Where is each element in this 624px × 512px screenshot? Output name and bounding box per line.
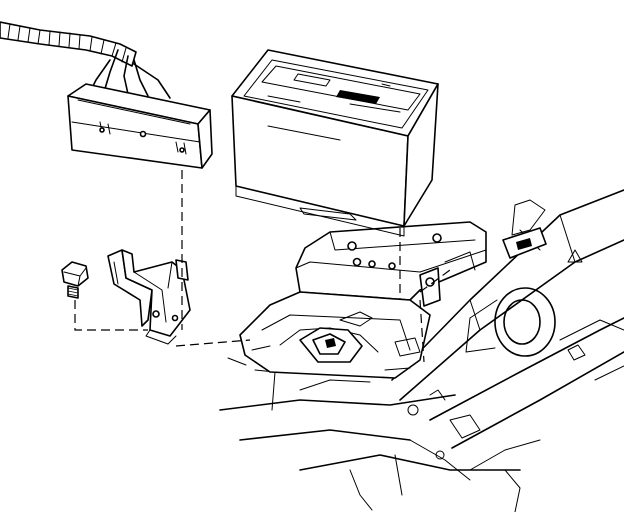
mounting-bracket [107,249,191,345]
battery-tray [239,221,487,379]
wiring-harness [0,21,171,99]
junction-block [67,83,213,169]
battery [231,49,439,237]
assembly-guide-lines [74,170,451,363]
bolt [61,261,89,299]
vehicle-body-frame [219,189,624,512]
